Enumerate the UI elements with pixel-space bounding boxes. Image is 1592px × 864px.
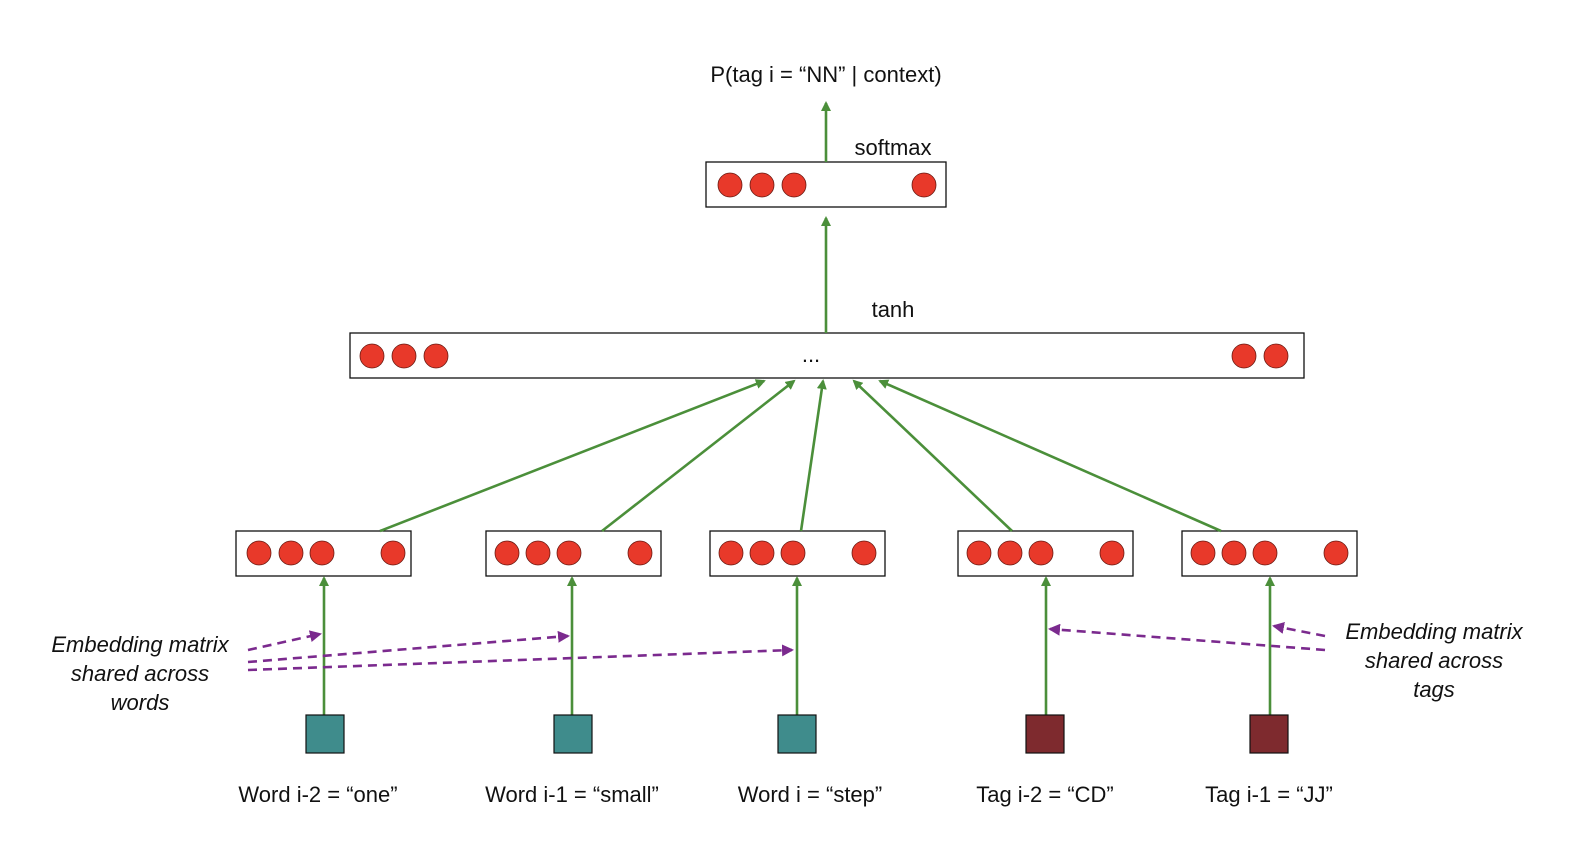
embedding-tag-i-1 <box>1181 530 1358 577</box>
embedding-word-i-1 <box>485 530 662 577</box>
word-embedding-note: Embedding matrix shared across words <box>51 632 229 715</box>
hidden-layer: ... <box>349 332 1305 379</box>
embedding-neuron <box>1252 540 1278 566</box>
embedding-neuron <box>278 540 304 566</box>
forward-arrows <box>319 101 1275 715</box>
embedding-neuron <box>718 540 744 566</box>
output-probability-label: P(tag i = “NN” | context) <box>710 62 941 87</box>
embedding-word-i-2 <box>235 530 412 577</box>
note-line: shared across <box>1365 648 1503 673</box>
tag-embedding-note: Embedding matrix shared across tags <box>1345 619 1523 702</box>
embedding-neuron <box>1190 540 1216 566</box>
dashed-arrow-to-word-i-1 <box>247 630 570 664</box>
embedding-word-i <box>709 530 886 577</box>
shared-embedding-arrows <box>247 622 1326 672</box>
embedding-neuron <box>1323 540 1349 566</box>
embedding-neuron <box>246 540 272 566</box>
hidden-neuron <box>391 343 417 369</box>
softmax-label: softmax <box>854 135 931 160</box>
note-line: words <box>111 690 170 715</box>
embedding-neuron <box>1221 540 1247 566</box>
tanh-label: tanh <box>872 297 915 322</box>
tag-input-square <box>1249 714 1289 754</box>
input-label-tag-i-1: Tag i-1 = “JJ” <box>1205 782 1333 807</box>
input-label-word-i-1: Word i-1 = “small” <box>485 782 659 807</box>
softmax-neuron <box>781 172 807 198</box>
embedding-tag-i-2 <box>957 530 1134 577</box>
tag-input-square <box>1025 714 1065 754</box>
note-line: shared across <box>71 661 209 686</box>
embedding-neuron <box>525 540 551 566</box>
hidden-neuron <box>1231 343 1257 369</box>
embedding-neuron <box>627 540 653 566</box>
embedding-neuron <box>966 540 992 566</box>
embedding-neuron <box>749 540 775 566</box>
softmax-layer <box>705 161 947 208</box>
softmax-neuron <box>749 172 775 198</box>
embedding-neuron <box>1028 540 1054 566</box>
hidden-ellipsis: ... <box>802 342 820 367</box>
word-input-square <box>553 714 593 754</box>
note-line: tags <box>1413 677 1455 702</box>
note-line: Embedding matrix <box>51 632 229 657</box>
word-input-square <box>305 714 345 754</box>
arrow-emb-word-i-to-hidden <box>799 379 827 532</box>
softmax-layer-box <box>705 161 947 208</box>
embedding-neuron <box>309 540 335 566</box>
embedding-neuron <box>997 540 1023 566</box>
dashed-arrow-to-tag-i-2 <box>1048 623 1326 652</box>
hidden-neuron <box>423 343 449 369</box>
arrow-emb-tag-i-1-to-hidden <box>878 379 1222 533</box>
hidden-layer-box <box>349 332 1305 379</box>
arrow-emb-word-i-1-to-hidden <box>601 379 796 533</box>
input-label-word-i: Word i = “step” <box>738 782 882 807</box>
embedding-neuron <box>494 540 520 566</box>
dashed-arrow-to-word-i <box>247 644 794 672</box>
hidden-neuron <box>1263 343 1289 369</box>
embedding-neuron <box>851 540 877 566</box>
embedding-neuron <box>780 540 806 566</box>
word-input-square <box>777 714 817 754</box>
dashed-arrow-to-tag-i-1 <box>1272 622 1326 638</box>
arrow-emb-tag-i-2-to-hidden <box>852 379 1013 532</box>
embedding-neuron <box>556 540 582 566</box>
embedding-neuron <box>380 540 406 566</box>
hidden-neuron <box>359 343 385 369</box>
input-label-tag-i-2: Tag i-2 = “CD” <box>976 782 1114 807</box>
embedding-neuron <box>1099 540 1125 566</box>
input-label-word-i-2: Word i-2 = “one” <box>238 782 397 807</box>
arrow-emb-word-i-2-to-hidden <box>379 379 766 533</box>
note-line: Embedding matrix <box>1345 619 1523 644</box>
dashed-arrow-to-word-i-2 <box>247 630 322 652</box>
softmax-neuron <box>911 172 937 198</box>
softmax-neuron <box>717 172 743 198</box>
